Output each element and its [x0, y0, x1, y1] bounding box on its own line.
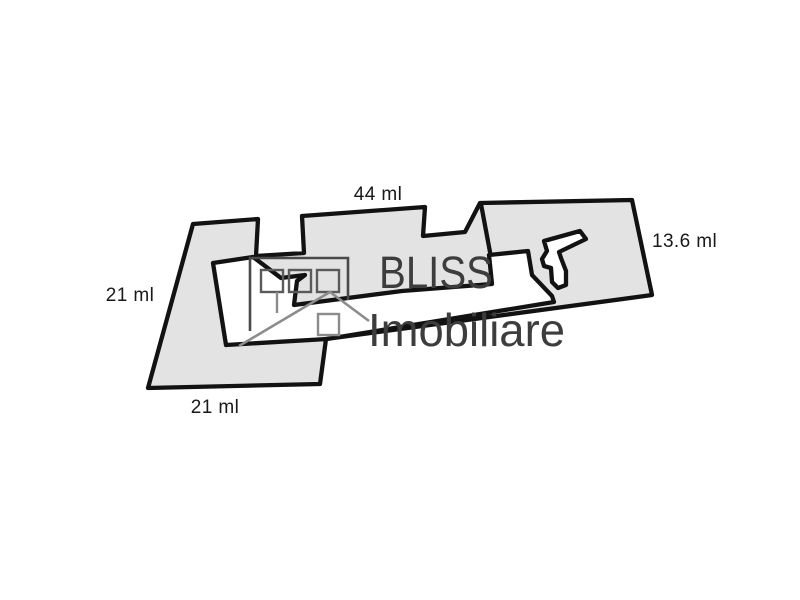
- measurement-labels: 44 ml 13.6 ml 21 ml 21 ml: [106, 184, 717, 418]
- logo-frame-lines: [248, 256, 350, 331]
- logo-lower-window-icon: [316, 312, 341, 337]
- logo-window-icon: [287, 268, 313, 294]
- measurement-left-label: 21 ml: [106, 285, 154, 306]
- watermark-brand-line2: Imobiliare: [368, 304, 565, 356]
- watermark-brand-line1: BLISS: [379, 247, 493, 298]
- bliss-watermark: BLISS Imobiliare: [238, 247, 565, 356]
- logo-roof-icon: [238, 290, 370, 348]
- plot-outline-shape: [145, 197, 655, 391]
- measurement-top-label: 44 ml: [354, 184, 402, 205]
- measurement-right-label: 13.6 ml: [652, 231, 717, 252]
- house-logo-icon: [238, 256, 370, 348]
- logo-window-icon: [259, 268, 285, 294]
- measurement-bottom-label: 21 ml: [191, 397, 239, 418]
- parcel-divider-line: [478, 201, 493, 255]
